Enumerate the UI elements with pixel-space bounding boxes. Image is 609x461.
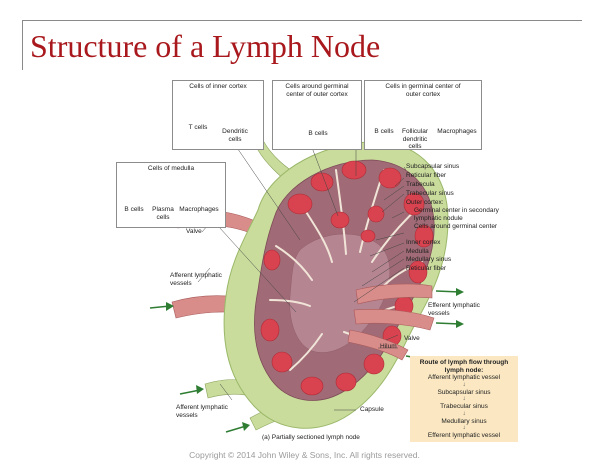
label-valve-right: Valve [404, 335, 420, 343]
follicular-dendritic-label: Follicular dendritic cells [398, 128, 432, 151]
flow-arrow-1: ↓ [410, 382, 518, 389]
germinal-center-box-title: Cells in germinal center of outer cortex [365, 83, 481, 98]
label-afferent-upper: Afferent lymphatic vessels [170, 272, 224, 287]
label-efferent: Efferent lymphatic vessels [428, 302, 490, 317]
b-cells-germinal-label: B cells [366, 128, 402, 136]
label-reticular-fiber-bottom: Reticular fiber [406, 265, 446, 273]
t-cells-label: T cells [180, 124, 216, 132]
flow-step-3: Trabecular sinus [410, 403, 518, 411]
lymph-flow-route-box: Route of lymph flow through lymph node: … [410, 356, 518, 442]
label-trabecula: Trabecula [406, 181, 435, 189]
flow-step-2: Subcapsular sinus [410, 389, 518, 397]
macrophages-medulla-label: Macrophages [176, 206, 222, 214]
label-outer-cortex: Outer cortex: [406, 199, 444, 207]
label-trabecular-sinus: Trabecular sinus [406, 190, 454, 198]
label-inner-cortex: Inner cortex [406, 239, 440, 247]
copyright-notice: Copyright © 2014 John Wiley & Sons, Inc.… [0, 450, 609, 460]
figure-caption: (a) Partially sectioned lymph node [262, 434, 360, 442]
flow-arrow-2: ↓ [410, 396, 518, 403]
dendritic-cells-label: Dendritic cells [218, 128, 252, 143]
label-reticular-fiber-top: Reticular fiber [406, 172, 446, 180]
inner-cortex-box-title: Cells of inner cortex [173, 83, 263, 91]
b-cells-medulla-label: B cells [118, 206, 150, 214]
label-cells-around-germinal: Cells around germinal center [414, 223, 500, 231]
germinal-around-box-title: Cells around germinal center of outer co… [273, 83, 361, 98]
flow-title: Route of lymph flow through lymph node: [410, 359, 518, 374]
flow-step-5: Efferent lymphatic vessel [410, 432, 518, 440]
flow-step-1: Afferent lymphatic vessel [410, 374, 518, 382]
b-cells-outer-label: B cells [300, 130, 336, 138]
label-germinal-center: Germinal center in secondary lymphatic n… [414, 207, 506, 222]
label-subcapsular-sinus: Subcapsular sinus [406, 163, 459, 171]
label-afferent-lower: Afferent lymphatic vessels [176, 404, 232, 419]
flow-step-4: Medullary sinus [410, 418, 518, 426]
label-medulla: Medulla [406, 248, 429, 256]
label-valve-left: Valve [186, 228, 202, 236]
germinal-around-cells-box: Cells around germinal center of outer co… [272, 80, 362, 150]
label-hilum: Hilum [380, 343, 397, 351]
macrophages-germinal-label: Macrophages [434, 128, 480, 136]
label-capsule: Capsule [360, 406, 384, 414]
medulla-box-title: Cells of medulla [117, 165, 225, 173]
flow-arrow-4: ↓ [410, 425, 518, 432]
label-medullary-sinus: Medullary sinus [406, 256, 451, 264]
plasma-cells-label: Plasma cells [148, 206, 178, 221]
flow-arrow-3: ↓ [410, 411, 518, 418]
